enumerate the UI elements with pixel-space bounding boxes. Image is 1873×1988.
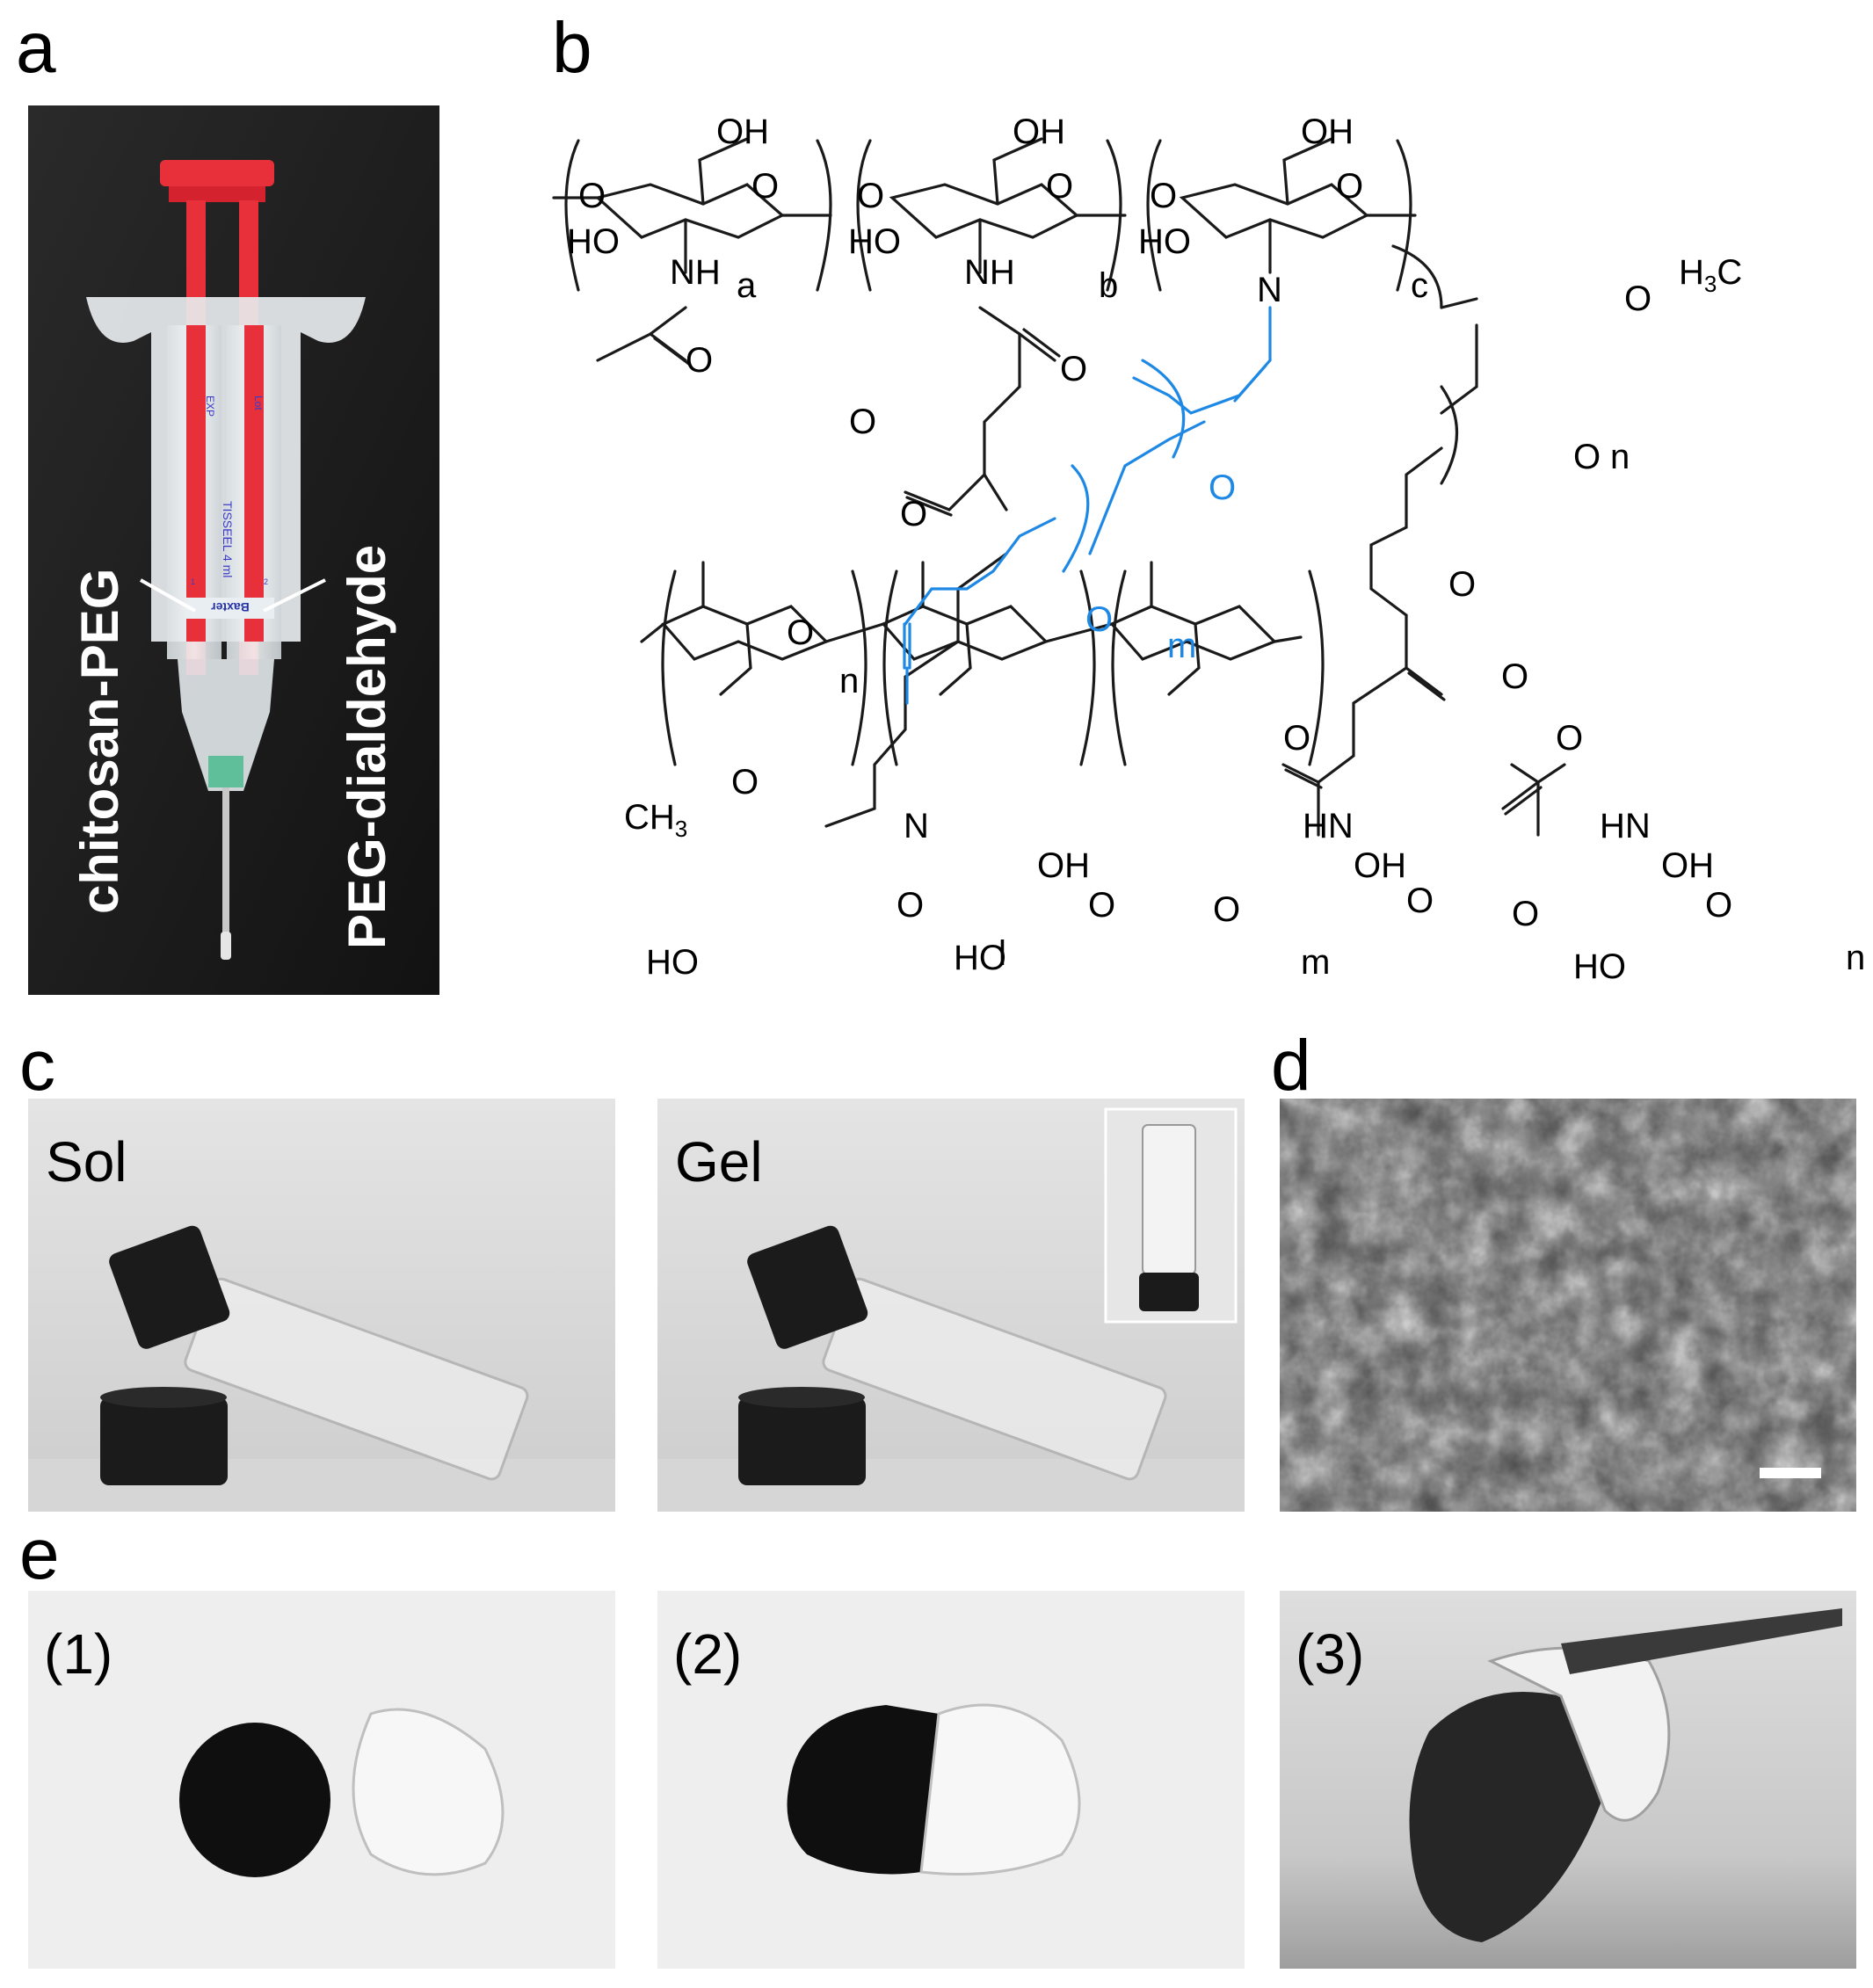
- label-ho-b1: HO: [646, 943, 699, 982]
- peg-dialdehyde-label: PEG-dialdehyde: [338, 544, 396, 949]
- label-o-methoxy-left: O: [731, 763, 759, 802]
- label-o-amide-2: O: [1060, 350, 1088, 388]
- label-oh-b2: OH: [1354, 846, 1406, 885]
- sem-texture: [1280, 1099, 1856, 1512]
- sol-label: Sol: [46, 1130, 127, 1194]
- label-o-bring1: O: [897, 886, 925, 925]
- chitosan-peg-label: chitosan-PEG: [70, 568, 129, 914]
- label-o-link3: O: [1150, 177, 1178, 215]
- panel-letter-b: b: [552, 8, 592, 88]
- label-sub-b: b: [1099, 266, 1119, 305]
- panel-letter-c: c: [19, 1026, 55, 1106]
- label-o-bring2: O: [1213, 890, 1241, 929]
- healing-step-3-photo: (3): [1280, 1591, 1856, 1969]
- label-o-link2: O: [857, 177, 885, 215]
- sem-image: [1280, 1099, 1856, 1512]
- label-ho-b2: HO: [954, 939, 1006, 977]
- label-oh-b1: OH: [1037, 846, 1090, 885]
- label-o-acetyl-right: O: [1556, 719, 1584, 758]
- syringe-exp-text: EXP: [204, 395, 216, 417]
- label-o-peg-2: O: [787, 613, 815, 652]
- gel-vial-illustration: [657, 1099, 1245, 1512]
- scale-bar: [1760, 1468, 1821, 1478]
- syringe-barrel-1: 1: [191, 577, 195, 586]
- panel-letter-a: a: [16, 8, 56, 88]
- syringe-photo: EXP Lot TISSEEL 4 ml 1 2 Baxter chitosan…: [28, 105, 439, 995]
- step3-illustration: [1280, 1591, 1856, 1969]
- label-o-ring3: O: [1336, 167, 1364, 206]
- label-hn-1: HN: [1303, 807, 1354, 845]
- label-sub-n-bottom: n: [1846, 939, 1866, 977]
- panel-letter-d: d: [1271, 1026, 1311, 1106]
- label-ho-3: HO: [1138, 222, 1191, 261]
- label-o-linker-top: O: [1209, 468, 1237, 507]
- healing-step-1-photo: (1): [28, 1591, 615, 1969]
- gel-vial-photo: Gel: [657, 1099, 1245, 1512]
- label-sub-a: a: [737, 266, 757, 305]
- label-sub-n-left: n: [839, 662, 860, 700]
- label-sub-m-bottom: m: [1301, 943, 1331, 982]
- label-o-amide-right: O: [1283, 719, 1311, 758]
- label-ch3: CH3: [624, 798, 688, 842]
- label-o-ester-bridge-2: O: [900, 495, 928, 533]
- label-ho-2: HO: [848, 222, 901, 261]
- step-1-label: (1): [44, 1622, 113, 1686]
- label-n-imine-bottom: N: [904, 807, 929, 845]
- label-sub-m-linker: m: [1167, 627, 1197, 665]
- gel-label: Gel: [675, 1130, 763, 1194]
- label-o-blink3: O: [1705, 886, 1733, 925]
- label-o-blink1: O: [1088, 886, 1116, 925]
- label-o-link1: O: [578, 177, 606, 215]
- label-ho-b3: HO: [1573, 947, 1626, 986]
- label-n-imine-top: N: [1257, 271, 1282, 309]
- syringe-brand-text: Baxter: [211, 600, 250, 614]
- panel-letter-e: e: [19, 1514, 60, 1594]
- label-o-ester-right: O: [1448, 565, 1477, 604]
- label-sub-n-right: n: [1610, 438, 1630, 476]
- label-o-linker-mid: O: [1085, 600, 1114, 639]
- step1-illustration: [28, 1591, 615, 1969]
- label-o-carbonyl-right: O: [1501, 657, 1529, 696]
- label-o-ring2: O: [1046, 167, 1074, 206]
- label-o-ring1: O: [751, 167, 780, 206]
- healing-step-2-photo: (2): [657, 1591, 1245, 1969]
- label-oh-b3: OH: [1661, 846, 1714, 885]
- label-nh-2: NH: [964, 253, 1015, 292]
- syringe-illustration: EXP Lot TISSEEL 4 ml 1 2 Baxter: [28, 105, 439, 995]
- label-o-ester-2: O: [849, 403, 877, 441]
- step2-illustration: [657, 1591, 1245, 1969]
- chem-labels: OH O O HO NH a O OH O O HO NH b O O O O …: [527, 97, 1873, 1019]
- label-oh-2: OH: [1013, 112, 1065, 151]
- label-oh-1: OH: [716, 112, 769, 151]
- label-sub-l: l: [998, 934, 1006, 973]
- step-2-label: (2): [673, 1622, 743, 1686]
- label-o-bring3: O: [1512, 895, 1540, 933]
- label-oh-3: OH: [1301, 112, 1354, 151]
- label-sub-c: c: [1411, 266, 1428, 305]
- step-3-label: (3): [1296, 1622, 1365, 1686]
- syringe-lot-text: Lot: [252, 395, 265, 410]
- label-o-peg-right: O: [1573, 438, 1601, 476]
- label-o-blink2: O: [1406, 882, 1434, 920]
- label-o-acetyl-1: O: [686, 341, 714, 380]
- label-nh-1: NH: [670, 253, 721, 292]
- label-h3c: H3C: [1679, 253, 1743, 297]
- sol-vial-illustration: [28, 1099, 615, 1512]
- label-ho-1: HO: [567, 222, 620, 261]
- label-o-methoxy-right: O: [1624, 279, 1652, 318]
- syringe-barrel-2: 2: [264, 577, 268, 586]
- sol-vial-photo: Sol: [28, 1099, 615, 1512]
- chemical-structure: [552, 137, 1566, 837]
- syringe-volume-text: TISSEEL 4 ml: [221, 501, 235, 577]
- label-hn-2: HN: [1600, 807, 1651, 845]
